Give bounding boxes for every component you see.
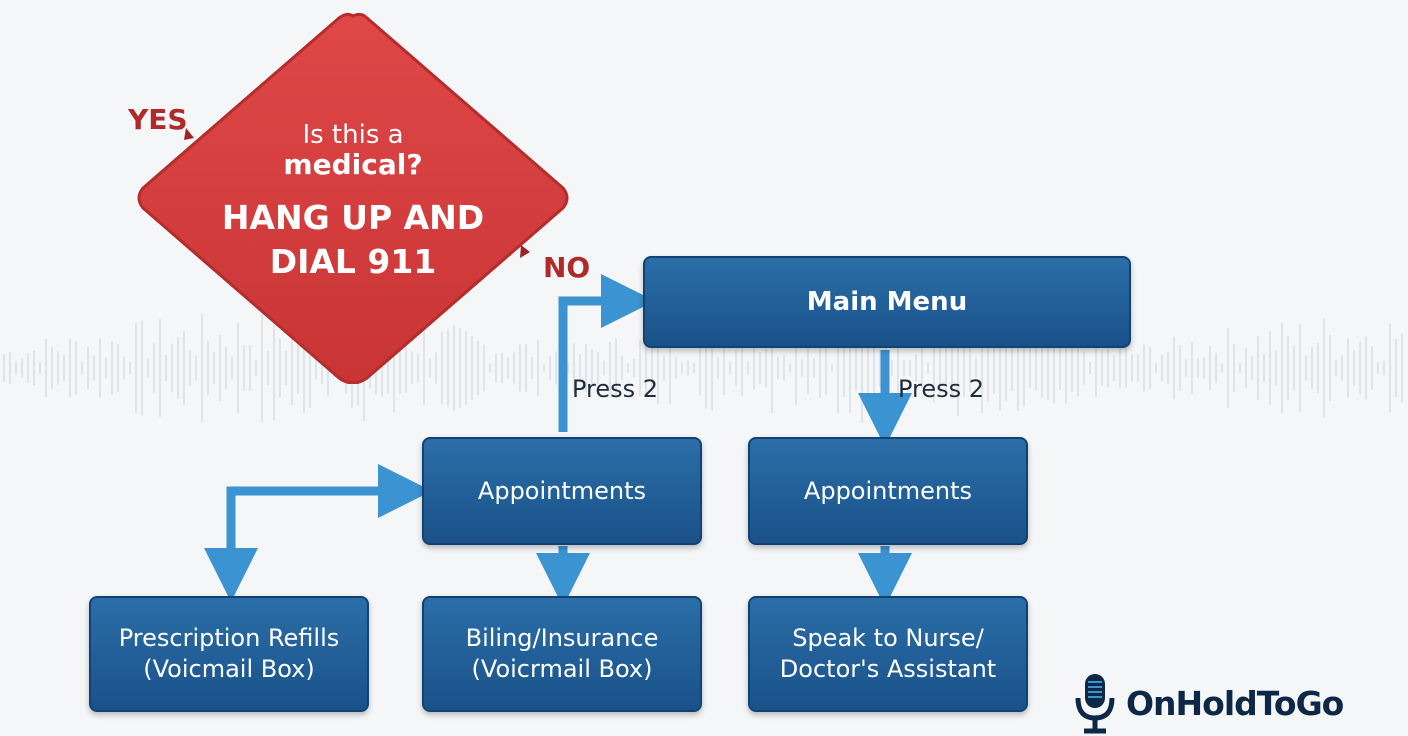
main-menu-node[interactable]: Main Menu [643,256,1131,348]
nurse-line2: Doctor's Assistant [779,655,997,683]
no-pointer [520,245,530,258]
prescription-refills-node[interactable]: Prescription Refills (Voicmail Box) [89,596,369,712]
appointments-right-label: Appointments [803,476,973,505]
yes-pointer [184,128,194,140]
diamond-shape [137,12,569,384]
appointments-left-label: Appointments [477,476,647,505]
microphone-icon [1075,674,1115,734]
decision-instruction-line1: HANG UP AND [221,198,485,237]
press-label-right: Press 2 [898,375,985,403]
brand-name: OnHoldToGo [1126,683,1344,723]
prescription-line1: Prescription Refills [118,624,340,652]
prescription-line2: (Voicmail Box) [143,655,315,683]
billing-line2: (Voicrmail Box) [471,655,653,683]
appointments-left-node[interactable]: Appointments [422,437,702,545]
appointments-right-node[interactable]: Appointments [748,437,1028,545]
decision-instruction: HANG UP AND DIAL 911 [135,196,571,284]
speak-to-nurse-node[interactable]: Speak to Nurse/ Doctor's Assistant [748,596,1028,712]
arrow-prescription-loop [226,464,432,578]
decision-question-line1: Is this a [302,120,404,150]
decision-instruction-line2: DIAL 911 [269,242,437,281]
billing-insurance-node[interactable]: Biling/Insurance (Voicrmail Box) [422,596,702,712]
decision-question-line2: medical? [283,148,423,181]
main-menu-label: Main Menu [806,286,968,317]
no-label: NO [543,251,591,284]
arrow-no-to-main-menu [558,274,655,432]
nurse-line1: Speak to Nurse/ [792,624,984,652]
press-label-left: Press 2 [572,375,659,403]
brand-logo: OnHoldToGo [1072,672,1344,734]
yes-label: YES [128,103,188,136]
decision-diamond: Is this a medical? HANG UP AND DIAL 911 [135,12,571,384]
billing-line1: Biling/Insurance [465,624,659,652]
